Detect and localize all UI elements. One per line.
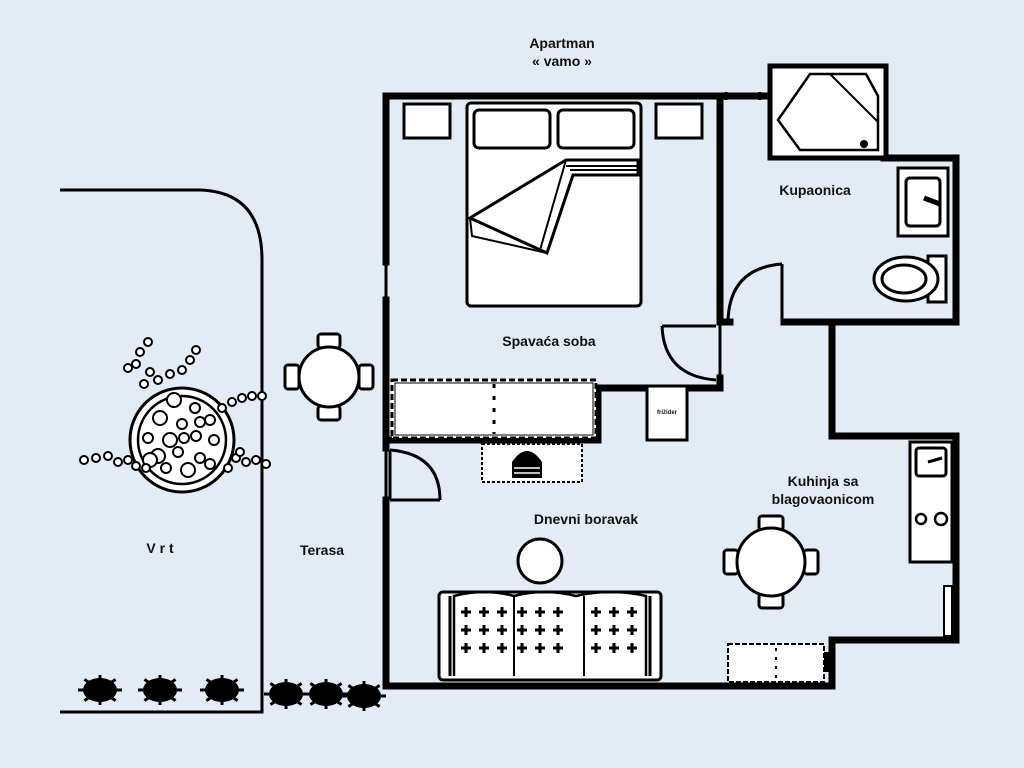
- stove-icon: [914, 511, 949, 527]
- room-label-kitchen-line1: Kuhinja sa: [788, 473, 859, 489]
- fireplace-icon: [481, 443, 583, 483]
- terrace-table: [283, 332, 375, 422]
- room-label-bathroom: Kupaonica: [779, 182, 851, 198]
- bed-icon: [402, 101, 704, 308]
- sofa-icon: [437, 590, 663, 682]
- dining-table: [722, 514, 820, 610]
- room-label-terrace: Terasa: [300, 542, 344, 558]
- bush-icon: [138, 675, 182, 705]
- entrance-door: [388, 448, 442, 502]
- wardrobe: [390, 378, 598, 440]
- toilet-icon: [872, 254, 948, 304]
- room-label-garden: V r t: [146, 540, 174, 556]
- bush-icon: [200, 675, 244, 705]
- fridge: frižider: [645, 384, 689, 442]
- garden-boundary: [60, 188, 264, 714]
- bush-icon: [304, 679, 348, 709]
- fridge-label: frižider: [657, 410, 678, 416]
- room-label-bedroom: Spavaća soba: [502, 333, 596, 349]
- bush-icon: [264, 679, 308, 709]
- tree-icon: [79, 337, 271, 494]
- kitchen-counter: [908, 440, 954, 637]
- bedroom-door: [660, 324, 717, 382]
- title-line2: « vamo »: [532, 53, 592, 69]
- title-line1: Apartman: [529, 35, 594, 51]
- shower-icon: [767, 63, 889, 161]
- sink-icon: [896, 166, 950, 238]
- room-label-living: Dnevni boravak: [534, 511, 638, 527]
- bush-icon: [78, 675, 122, 705]
- round-table-icon: [297, 345, 361, 409]
- bush-row: [78, 675, 386, 711]
- room-label-kitchen-line2: blagovaonicom: [772, 491, 875, 507]
- bathroom-door: [726, 262, 784, 321]
- sideboard: [727, 643, 834, 683]
- coffee-table: [516, 537, 564, 585]
- round-table-icon: [735, 526, 807, 598]
- bush-icon: [342, 681, 386, 711]
- walls: [382, 92, 960, 690]
